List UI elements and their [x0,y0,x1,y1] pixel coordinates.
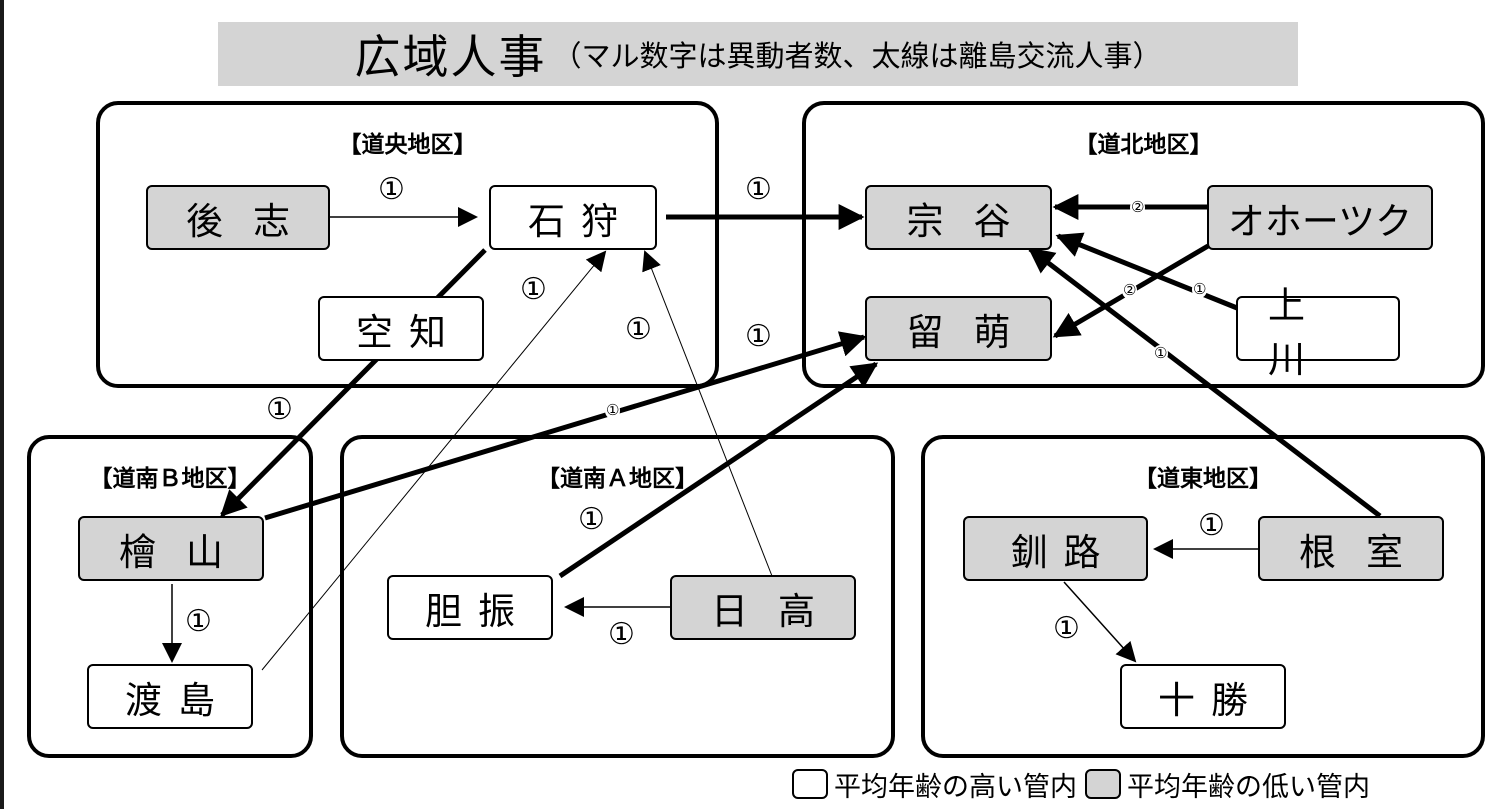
count-hiyama-oshima: ① [185,604,212,639]
title-subtitle: （マル数字は異動者数、太線は離島交流人事） [552,39,1162,73]
count-hidaka-iburi: ① [608,617,635,652]
count-okhotsk-soya: ② [1130,198,1146,216]
region-label-dohoku: 【道北地区】 [1074,132,1213,158]
count-sorachi-hiyama: ① [266,392,293,427]
legend-label-high: 平均年齢の高い管内 [834,771,1077,803]
left-edge-border [0,0,4,809]
node-kushiro: 釧路 [963,516,1148,581]
node-soya: 宗谷 [865,185,1052,250]
arrow-sorachi-hiyama [220,248,487,517]
count-hidaka-ishikari: ① [625,312,652,347]
arrow-kamikawa-soya [1055,232,1253,317]
node-hidaka: 日高 [670,575,856,640]
node-nemuro: 根室 [1258,516,1444,581]
legend-label-low: 平均年齢の低い管内 [1127,771,1370,803]
count-nemuro-kushiro: ① [1198,508,1225,543]
count-okhotsk-rumoi: ② [1122,281,1138,299]
node-shiribeshi: 後志 [146,185,330,250]
legend-swatch-low [1085,769,1121,799]
region-label-doo: 【道央地区】 [338,132,477,158]
node-rumoi: 留萌 [865,296,1052,361]
count-iburi-rumoi: ① [578,502,605,537]
arrow-iburi-rumoi [558,361,879,579]
node-okhotsk: オホーツク [1207,185,1433,250]
arrow-oshima-ishikari [261,250,607,671]
legend: 平均年齢の高い管内 平均年齢の低い管内 [792,764,1370,804]
node-iburi: 胆振 [387,575,553,640]
node-kamikawa: 上川 [1236,284,1400,381]
legend-swatch-high [792,769,828,799]
node-tokachi: 十勝 [1120,664,1286,729]
count-shiribeshi-ishikari: ① [378,172,405,207]
count-hiyama-rumoi-inline: ① [605,401,621,419]
count-nemuro-soya: ① [1153,344,1169,362]
title-bar: 広域人事 （マル数字は異動者数、太線は離島交流人事） [218,22,1298,86]
arrow-hiyama-rumoi [264,331,867,521]
arrow-nemuro-soya [1027,247,1382,518]
arrow-hidaka-ishikari [642,250,773,577]
node-oshima: 渡島 [87,664,253,729]
region-label-donan-a: 【道南Ａ地区】 [537,466,698,492]
node-sorachi: 空知 [318,296,484,361]
count-hiyama-rumoi-label: ① [745,319,772,354]
count-oshima-ishikari: ① [520,272,547,307]
count-kamikawa-soya: ① [1192,280,1208,298]
arrow-kushiro-tokachi [1063,581,1137,663]
region-label-doto: 【道東地区】 [1134,466,1272,492]
title-main: 広域人事 [354,30,547,84]
region-donan-b: 【道南Ｂ地区】 [27,435,313,758]
count-ishikari-soya: ① [745,172,772,207]
node-ishikari: 石狩 [489,185,657,250]
region-label-donan-b: 【道南Ｂ地区】 [89,466,251,492]
count-kushiro-tokachi: ① [1053,611,1080,646]
node-hiyama: 檜山 [78,516,264,581]
